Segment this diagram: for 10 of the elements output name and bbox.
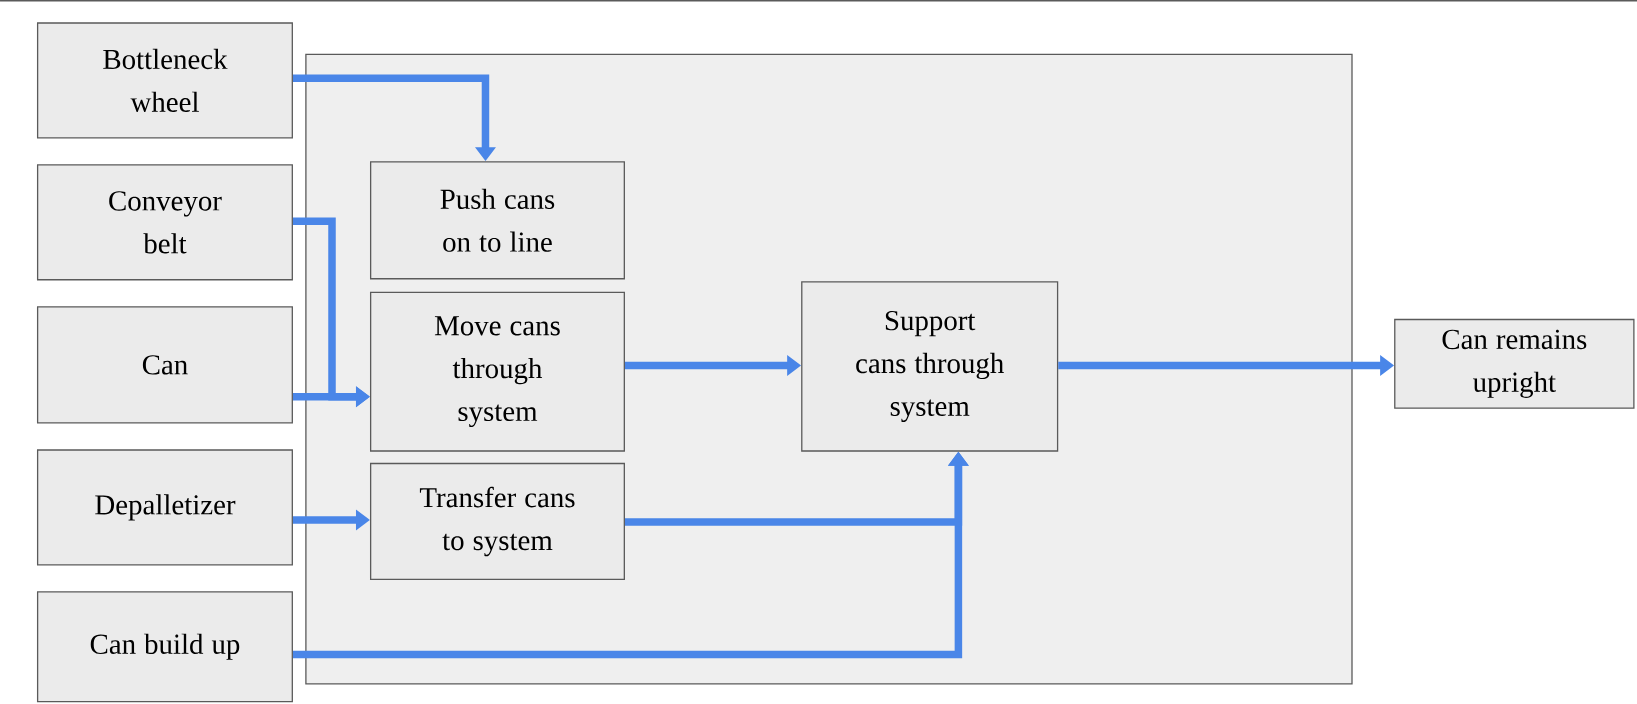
- process-box: Support cans through system: [801, 281, 1059, 452]
- process-box: Can: [36, 306, 293, 424]
- process-box: Transfer cans to system: [370, 463, 625, 581]
- process-box: Bottleneck wheel: [36, 22, 293, 139]
- process-box: Conveyor belt: [36, 164, 293, 281]
- process-box: Push cans on to line: [370, 161, 625, 280]
- process-box: Can build up: [36, 591, 293, 703]
- process-box: Can remains upright: [1394, 319, 1635, 409]
- process-box: Depalletizer: [36, 449, 293, 566]
- process-box: Move cans through system: [370, 291, 625, 452]
